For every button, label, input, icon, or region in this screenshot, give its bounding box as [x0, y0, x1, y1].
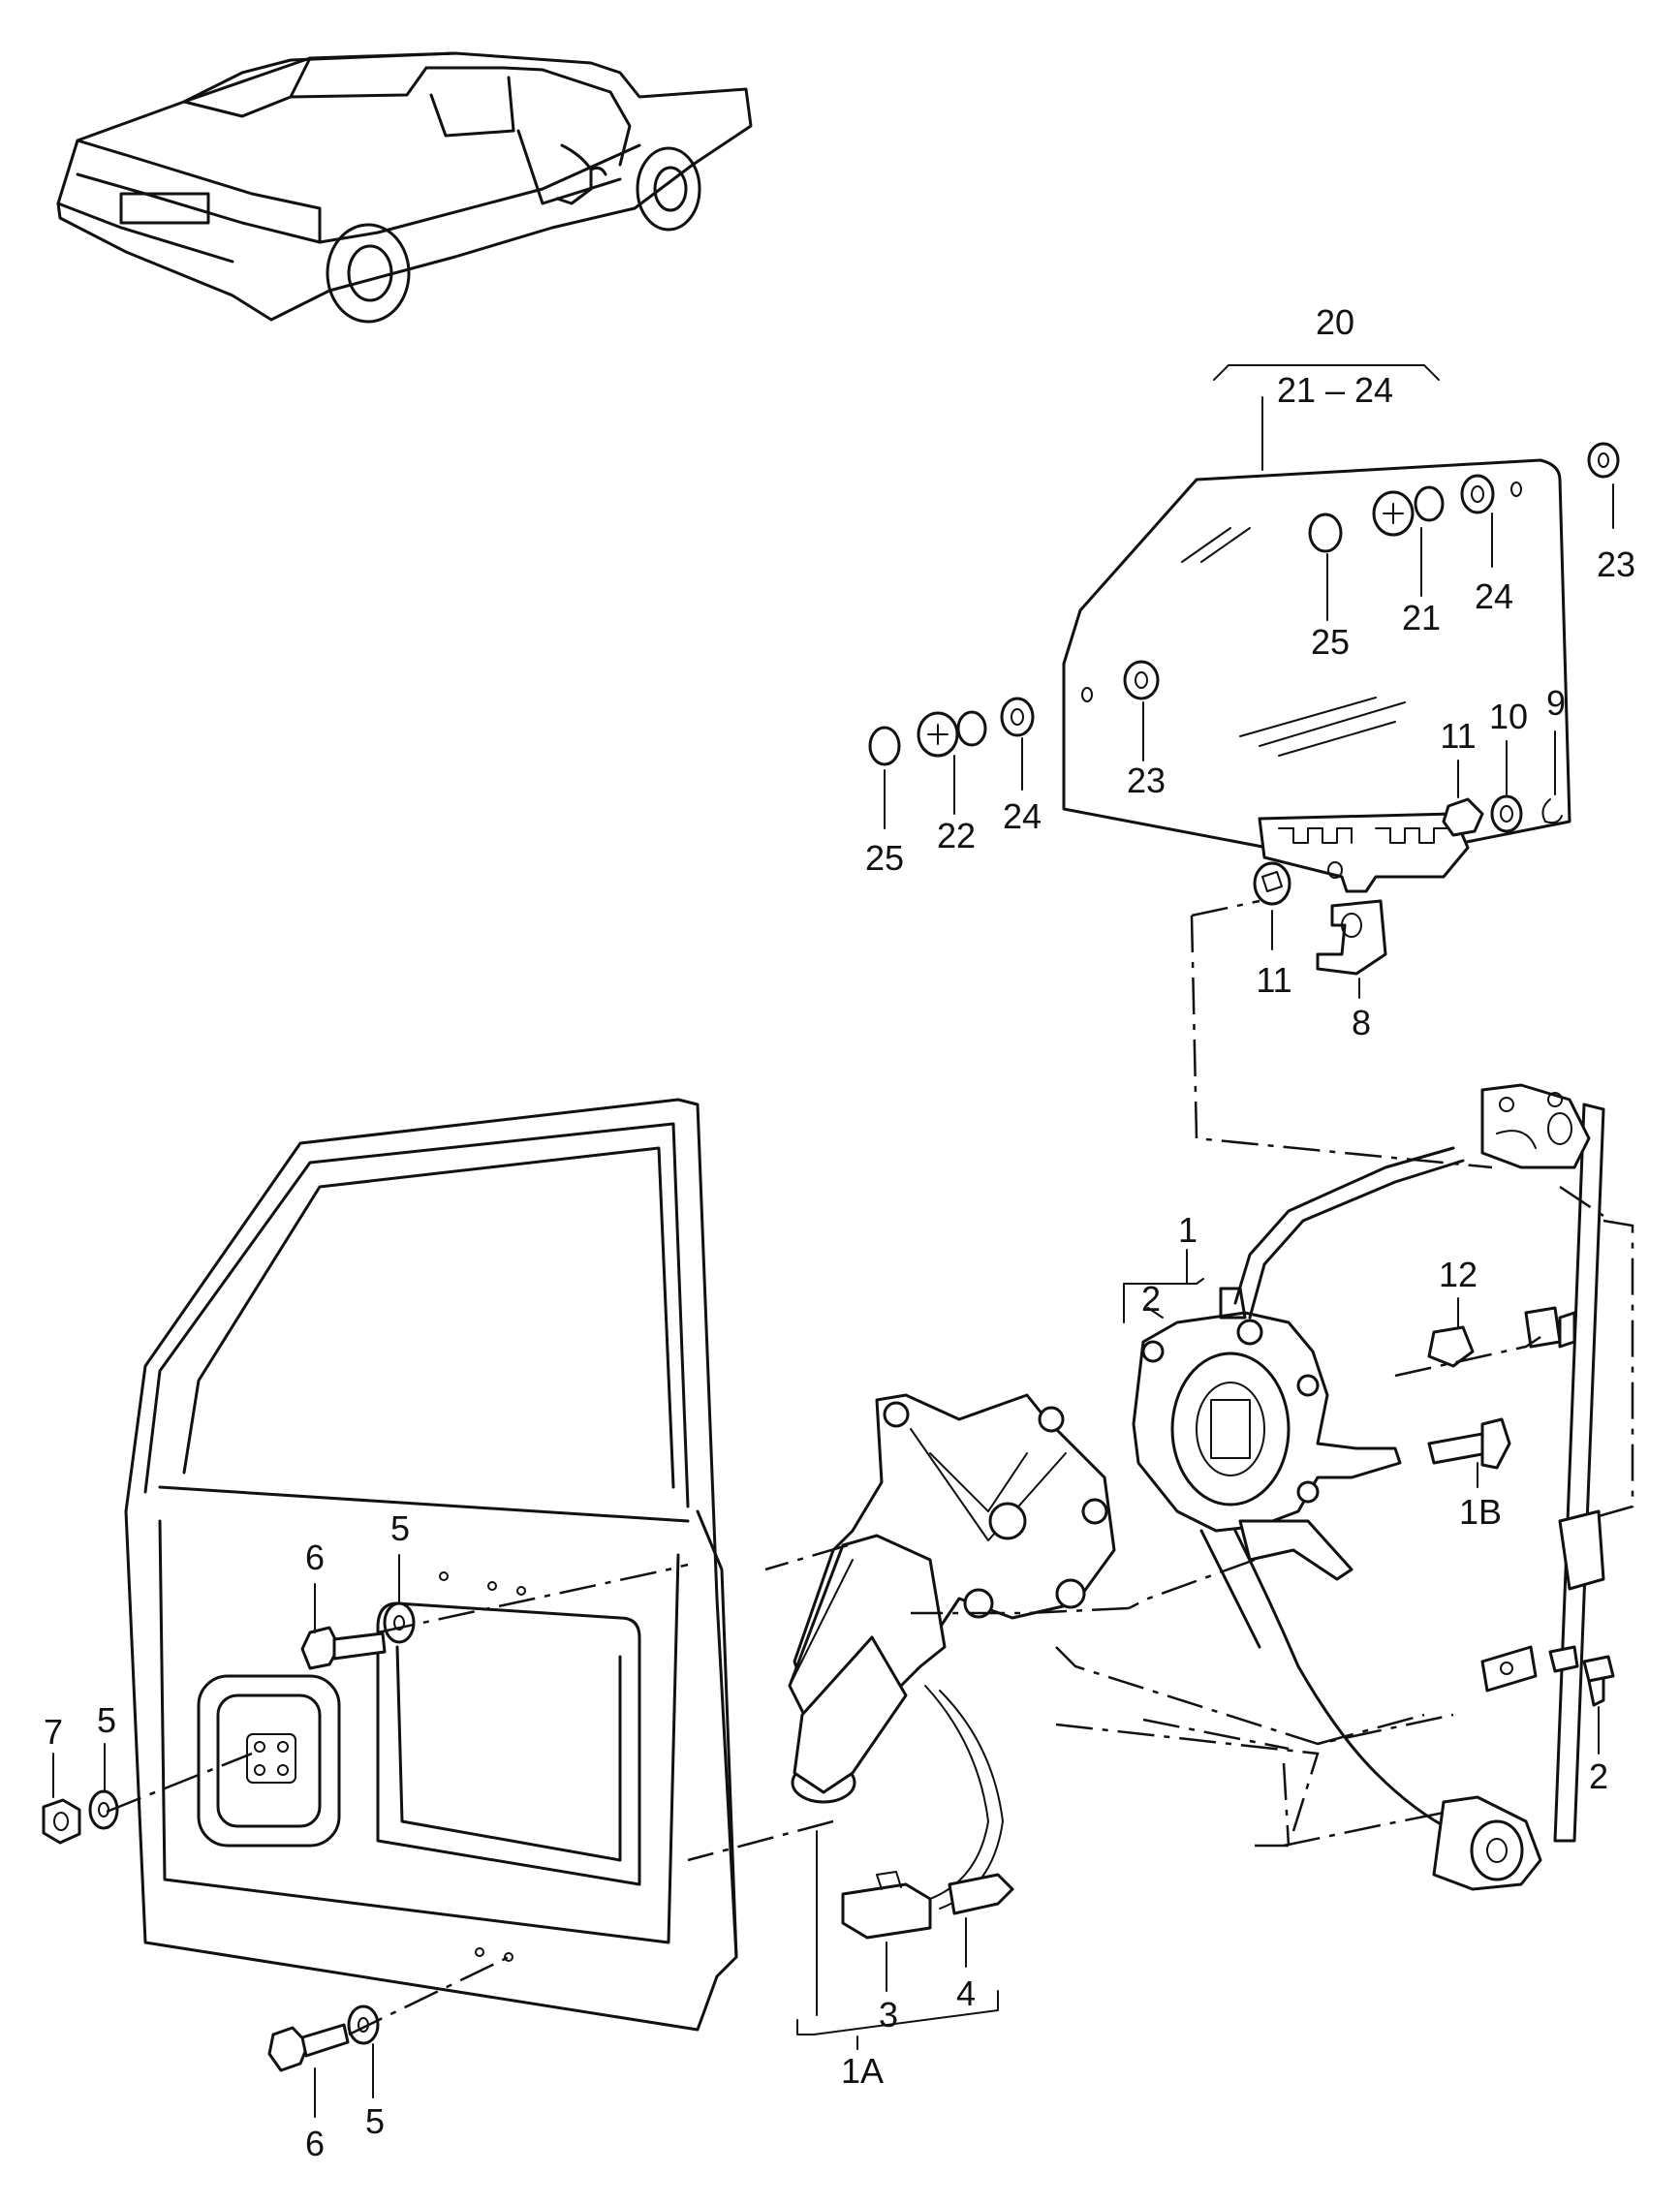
label-23-mid: 23	[1127, 761, 1166, 800]
label-11-right: 11	[1440, 716, 1476, 756]
label-6-bottom: 6	[305, 2124, 325, 2163]
window-regulator	[1132, 1083, 1605, 1891]
bolt-6-top	[300, 1626, 387, 1670]
fastener-set-lower	[868, 660, 1160, 766]
fastener-set-channel	[1253, 794, 1563, 906]
label-5-bottom: 5	[365, 2101, 385, 2141]
window-glass	[1062, 458, 1571, 893]
leader-lines	[52, 364, 1614, 2118]
label-5-top: 5	[390, 1508, 410, 1548]
label-20: 20	[1316, 302, 1354, 342]
label-1B: 1B	[1459, 1492, 1502, 1532]
label-2-motor: 2	[1141, 1279, 1161, 1319]
label-6-top: 6	[305, 1538, 325, 1577]
washer-5-bottom	[347, 2004, 380, 2045]
label-4: 4	[956, 1973, 976, 2013]
fastener-set-upper	[1308, 442, 1620, 553]
washer-5-top	[383, 1601, 416, 1644]
label-24-left: 24	[1003, 796, 1042, 836]
label-25-top: 25	[1311, 622, 1350, 662]
guide-8	[1316, 899, 1387, 976]
label-10: 10	[1489, 697, 1528, 736]
label-22: 22	[937, 816, 976, 855]
label-21-top: 21	[1402, 598, 1441, 637]
contact-4	[948, 1873, 1014, 1915]
bolt-6-bottom	[267, 2023, 350, 2072]
assembly-lines	[106, 899, 1634, 2036]
callout-labels: 20 21 – 24 23 25 21 24 25 22 24 23 11 10…	[44, 302, 1635, 2163]
label-8: 8	[1352, 1003, 1371, 1042]
car-overview	[56, 51, 753, 324]
door-shell	[124, 1098, 738, 2032]
label-7: 7	[44, 1712, 63, 1752]
label-5-left: 5	[97, 1700, 116, 1740]
label-1: 1	[1178, 1210, 1198, 1250]
label-3: 3	[879, 1995, 898, 2035]
nut-7	[42, 1798, 81, 1845]
label-23-top: 23	[1597, 544, 1635, 584]
label-9: 9	[1546, 683, 1566, 723]
label-1A: 1A	[841, 2051, 884, 2091]
label-25-left: 25	[865, 838, 904, 878]
connector-3	[841, 1871, 932, 1940]
label-12: 12	[1439, 1255, 1478, 1294]
bolt-1B	[1427, 1417, 1511, 1470]
label-11-left: 11	[1256, 960, 1291, 1000]
screw-2-right	[1582, 1655, 1615, 1707]
label-24-top: 24	[1475, 576, 1513, 616]
label-21-24: 21 – 24	[1277, 370, 1393, 410]
window-motor	[788, 1393, 1116, 1910]
label-2-right: 2	[1589, 1756, 1608, 1796]
